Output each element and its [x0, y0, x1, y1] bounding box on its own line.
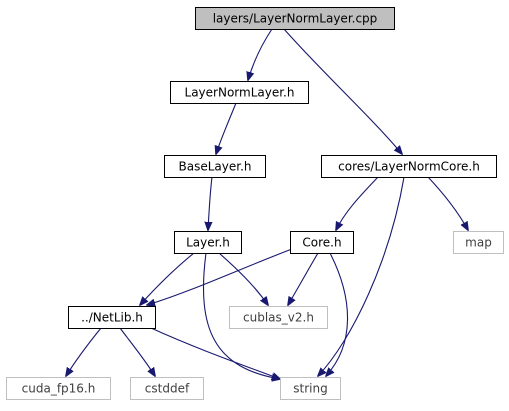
- node-netlib_h[interactable]: ../NetLib.h: [68, 306, 156, 329]
- edge-netlib_h-to-string: [150, 327, 280, 379]
- node-label: map: [465, 236, 492, 250]
- node-label: Core.h: [302, 236, 341, 250]
- edge-baselayer_h-to-layer_h: [208, 176, 212, 230]
- node-box: [130, 377, 204, 400]
- edge-layer_h-to-netlib_h: [140, 252, 195, 305]
- node-label: string: [293, 382, 327, 396]
- node-layernormlayer_h[interactable]: LayerNormLayer.h: [170, 81, 309, 104]
- edges-layer: [66, 28, 468, 379]
- edge-layernormcore_h-to-string: [318, 176, 405, 376]
- edge-layernormcore_h-to-map: [427, 176, 468, 230]
- node-label: cstddef: [145, 382, 190, 396]
- node-layernormlayer_cpp[interactable]: layers/LayerNormLayer.cpp: [195, 7, 395, 30]
- node-label: ../NetLib.h: [81, 311, 143, 325]
- edge-core_h-to-netlib_h: [147, 248, 293, 305]
- node-box: [195, 7, 395, 30]
- node-cuda_fp16_h: cuda_fp16.h: [6, 377, 111, 400]
- node-cublas_v2_h: cublas_v2.h: [229, 306, 328, 329]
- node-label: cores/LayerNormCore.h: [338, 160, 480, 174]
- node-label: cublas_v2.h: [243, 311, 314, 325]
- node-label: BaseLayer.h: [179, 160, 252, 174]
- edge-netlib_h-to-cstddef: [119, 327, 155, 376]
- node-label: layers/LayerNormLayer.cpp: [213, 12, 378, 26]
- node-box: [170, 81, 309, 104]
- node-label: Layer.h: [186, 236, 230, 250]
- edge-layer_h-to-string: [202, 252, 280, 379]
- edge-layernormlayer_h-to-baselayer_h: [216, 102, 237, 154]
- edge-layernormlayer_cpp-to-layernormlayer_h: [248, 28, 273, 80]
- node-box: [290, 231, 354, 254]
- node-box: [164, 155, 266, 178]
- node-box: [280, 377, 341, 400]
- node-box: [174, 231, 242, 254]
- edge-layer_h-to-cublas_v2_h: [218, 252, 268, 305]
- edge-layernormcore_h-to-core_h: [336, 176, 379, 230]
- edge-core_h-to-cublas_v2_h: [288, 252, 319, 305]
- node-core_h[interactable]: Core.h: [290, 231, 354, 254]
- node-map: map: [453, 231, 504, 254]
- node-box: [453, 231, 504, 254]
- node-label: cuda_fp16.h: [22, 382, 96, 396]
- node-string: string: [280, 377, 341, 400]
- node-layer_h[interactable]: Layer.h: [174, 231, 242, 254]
- node-cstddef: cstddef: [130, 377, 204, 400]
- edge-netlib_h-to-cuda_fp16_h: [66, 327, 102, 376]
- node-box: [68, 306, 156, 329]
- nodes-layer: layers/LayerNormLayer.cppLayerNormLayer.…: [6, 7, 504, 400]
- edge-layernormlayer_cpp-to-layernormcore_h: [283, 28, 402, 154]
- node-layernormcore_h[interactable]: cores/LayerNormCore.h: [321, 155, 497, 178]
- node-label: LayerNormLayer.h: [185, 86, 295, 100]
- edge-core_h-to-string: [326, 252, 349, 376]
- node-box: [229, 306, 328, 329]
- node-baselayer_h[interactable]: BaseLayer.h: [164, 155, 266, 178]
- node-box: [321, 155, 497, 178]
- node-box: [6, 377, 111, 400]
